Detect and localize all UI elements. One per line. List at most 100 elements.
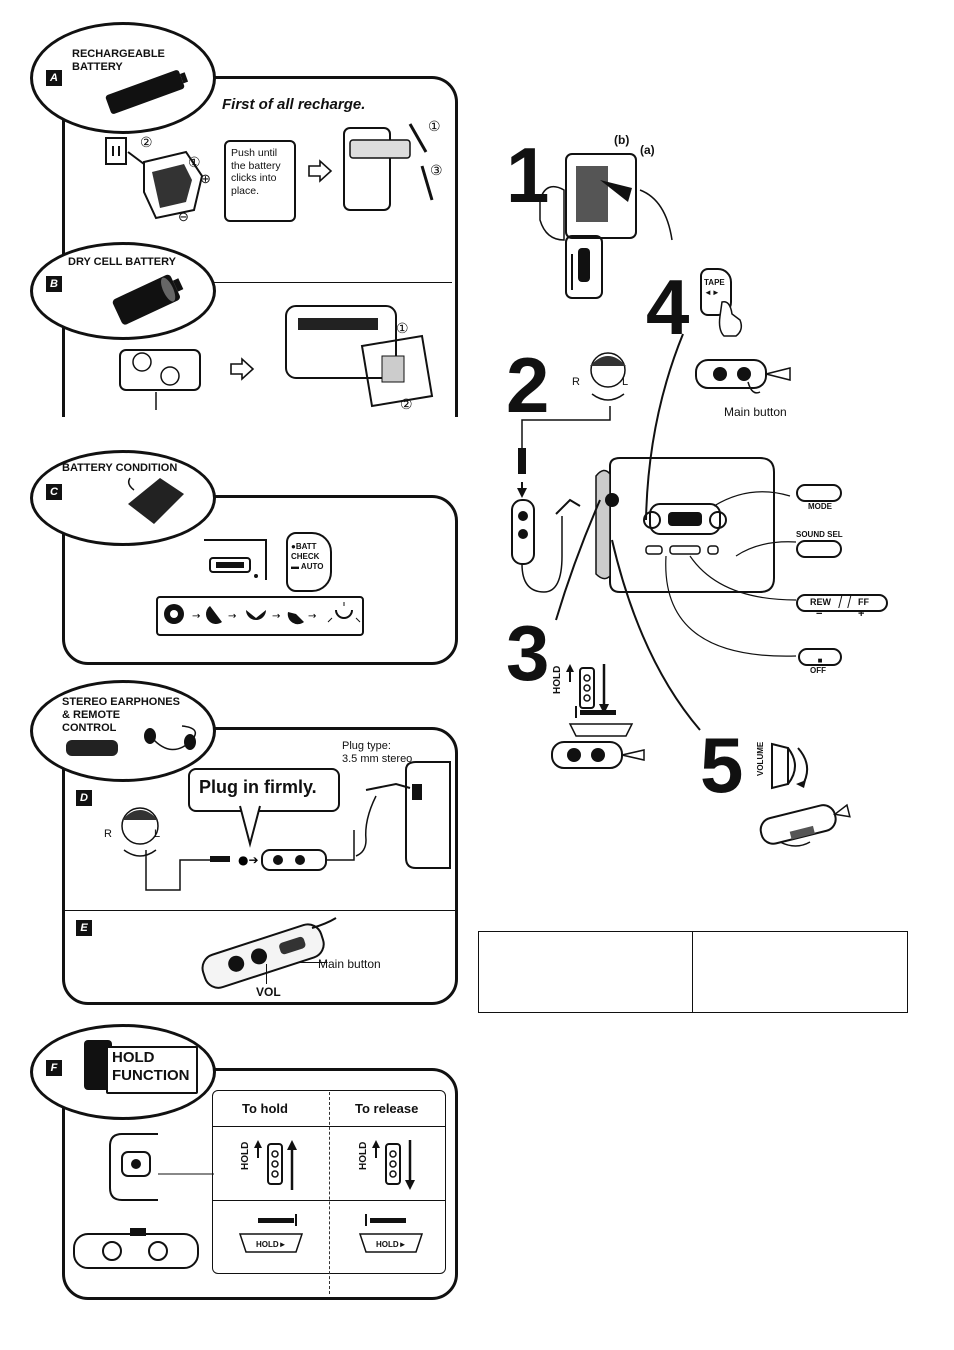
finger-press-icon (718, 301, 743, 337)
step1-label-a: (a) (640, 143, 655, 157)
arrow-right-icon (308, 159, 333, 183)
batt-check-label: ●BATT CHECK ▬ AUTO (291, 542, 324, 571)
earphone-cable-remote-icon: ●➔ (145, 830, 355, 891)
player-side-icon (109, 1133, 214, 1201)
section-a-step3: ③ (430, 162, 443, 178)
display-window-icon (204, 539, 267, 580)
battery-level-indicator-box (156, 596, 364, 636)
step2-head-icon (590, 352, 626, 401)
battery-compartment-icon (119, 349, 201, 410)
section-a-title-line1: RECHARGEABLE (72, 48, 165, 60)
earphones-remote-icon (66, 725, 197, 756)
tape-button-label: TAPE ◄► (704, 278, 725, 297)
to-release-heading: To release (355, 1101, 419, 1116)
step3-remote-icon (551, 741, 645, 769)
section-d-title-line1: STEREO EARPHONES (62, 696, 180, 708)
callout-box: Push until the battery clicks into place… (224, 140, 296, 222)
batt-check-button[interactable]: ●BATT CHECK ▬ AUTO (286, 532, 332, 592)
plus-label: + (858, 608, 865, 620)
step5-remote-icon (759, 803, 851, 847)
plug-type-line1: Plug type: (342, 740, 391, 752)
section-d-title-line3: CONTROL (62, 722, 117, 734)
arrow-right-icon (230, 357, 255, 381)
section-a-step1-right: ① (428, 118, 441, 134)
callout-text: Push until the battery clicks into place… (231, 147, 281, 197)
sound-sel-button[interactable] (796, 540, 842, 558)
hold-table-row1 (212, 1126, 446, 1127)
mode-button[interactable] (796, 484, 842, 502)
remote-control-icon (201, 917, 337, 989)
section-e-vol: VOL (256, 985, 281, 999)
stop-icon: ■ (817, 656, 823, 665)
section-b-letter: B (46, 276, 62, 292)
plus-symbol: ⊕ (200, 171, 211, 186)
section-d-title-line2: & REMOTE (62, 709, 121, 721)
step2-right: R (572, 376, 580, 388)
player-jack-icon (355, 761, 451, 869)
hold-switch-up-icon (254, 1140, 297, 1190)
cassette-insert-icon (539, 153, 673, 299)
rechargeable-battery-icon (105, 70, 189, 114)
rew-label: REW (810, 597, 831, 607)
section-b-title: DRY CELL BATTERY (68, 256, 176, 268)
step3-hold-label: HOLD (552, 665, 563, 694)
hold-function-line1: HOLD (112, 1049, 155, 1066)
section-a-title-line2: BATTERY (72, 61, 123, 73)
section-d-left: L (154, 828, 161, 840)
volume-wheel-icon (771, 742, 809, 790)
minus-symbol: ⊖ (178, 209, 189, 224)
hold-function-badge: HOLD FUNCTION (84, 1036, 198, 1094)
svg-text:→: → (192, 611, 200, 622)
battery-level-sequence-icon: → → → → (164, 602, 361, 625)
svg-text:→: → (228, 611, 236, 622)
section-e-divider (62, 910, 456, 911)
cassette-player-icon (595, 457, 775, 593)
mode-label: MODE (808, 502, 832, 511)
charger-outlet-icon (105, 137, 204, 220)
remote-hold-label-1: HOLD► (256, 1240, 287, 1249)
step2-number: 2 (506, 341, 550, 429)
section-b-divider (200, 282, 452, 283)
step5-volume-label: VOLUME (756, 741, 765, 776)
section-f-letter: F (46, 1060, 62, 1076)
tape-button[interactable]: TAPE ◄► (700, 268, 732, 316)
notes-box (478, 931, 908, 1013)
step3-hold-switch-icon (566, 664, 609, 714)
section-e-letter: E (76, 920, 92, 936)
hold-function-line2: FUNCTION (112, 1067, 190, 1084)
plug-note-box: Plug in firmly. (188, 768, 340, 812)
battery-insert-icon (343, 123, 434, 211)
section-d-title-oval (30, 680, 216, 782)
step4-main-button: Main button (724, 405, 787, 419)
step3-number: 3 (506, 609, 550, 697)
section-c-title: BATTERY CONDITION (62, 462, 178, 474)
stop-off-button[interactable]: ■ (798, 648, 842, 666)
step1-label-b: (b) (614, 133, 630, 147)
remote-hold-label-2: HOLD► (376, 1240, 407, 1249)
step3-slide-icon (568, 706, 634, 737)
section-c-letter: C (46, 484, 62, 500)
section-d-letter: D (76, 790, 92, 806)
sound-sel-label: SOUND SEL (796, 530, 843, 539)
battery-condition-icon (127, 477, 184, 524)
section-a-letter: A (46, 70, 62, 86)
remote-hold-slide-right-icon (238, 1214, 304, 1253)
svg-text:→: → (308, 611, 316, 622)
plug-note-text: Plug in firmly. (199, 777, 317, 797)
section-e-main-button: Main button (318, 957, 381, 971)
rew-ff-button[interactable] (796, 594, 888, 612)
remote-hold-slide-left-icon (358, 1214, 424, 1253)
ff-label: FF (858, 597, 869, 607)
step4-number: 4 (646, 263, 690, 351)
section-d-right: R (104, 828, 112, 840)
svg-text:→: → (272, 611, 280, 622)
plug-type-line2: 3.5 mm stereo (342, 753, 413, 765)
hold-switch-down-icon (372, 1140, 415, 1190)
vol-leader (266, 964, 267, 984)
section-b-step1: ① (396, 320, 409, 336)
step5-number: 5 (700, 721, 744, 809)
hold-table-divider (329, 1092, 330, 1294)
svg-text:●➔: ●➔ (238, 853, 259, 867)
plug-note-pointer (239, 805, 261, 848)
